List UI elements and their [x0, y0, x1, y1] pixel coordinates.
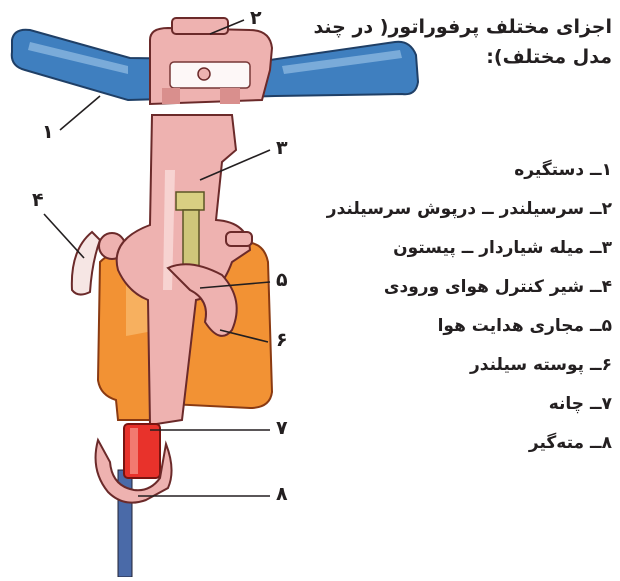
- callout-4: ۴: [32, 190, 44, 210]
- callout-3: ۳: [276, 138, 288, 158]
- control-valve-lever: [72, 232, 100, 295]
- diagram-title: اجزای مختلف پرفوراتور( در چند مدل مختلف)…: [312, 12, 612, 72]
- callout-8: ۸: [276, 484, 288, 504]
- chuck: [124, 424, 160, 478]
- callout-2: ۲: [250, 8, 262, 28]
- part-item-8: ۸ــ مته‌گیر: [282, 431, 612, 470]
- part-item-4: ۴ــ شیر کنترل هوای ورودی: [282, 275, 612, 314]
- parts-list: ۱ــ دستگیره ۲ــ سرسیلندر ــ درپوش سرسیلن…: [282, 158, 612, 470]
- part-item-2: ۲ــ سرسیلندر ــ درپوش سرسیلندر: [282, 197, 612, 236]
- part-item-6: ۶ــ پوسته سیلندر: [282, 353, 612, 392]
- part-item-1: ۱ــ دستگیره: [282, 158, 612, 197]
- part-item-7: ۷ــ چانه: [282, 392, 612, 431]
- callout-1: ۱: [42, 122, 54, 142]
- part-item-3: ۳ــ میله شیاردار ــ پیستون: [282, 236, 612, 275]
- part-item-5: ۵ــ مجاری هدایت هوا: [282, 314, 612, 353]
- splined-rod: [176, 192, 204, 210]
